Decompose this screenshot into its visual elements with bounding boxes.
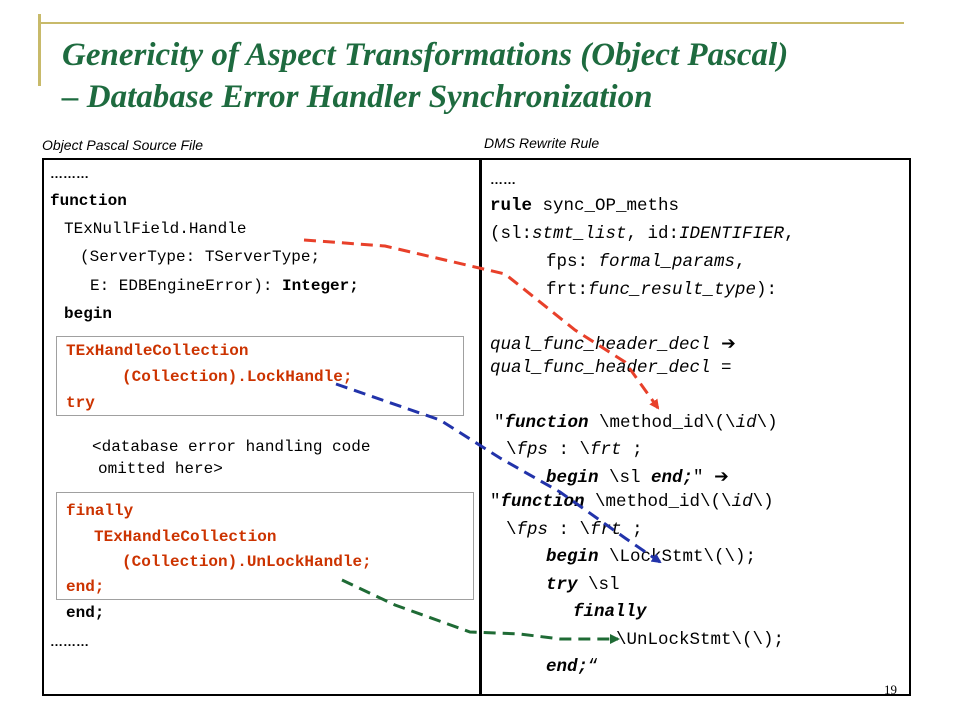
unlock-line-3: (Collection).UnLockHandle; [122,553,372,571]
lock-line-1: TExHandleCollection [66,342,249,360]
pat1-e: \) [756,413,778,433]
pattern-line-1: "function \method_id\(\id\) [494,413,778,433]
begin-keyword: begin [64,305,113,323]
pat1-b: function [504,413,589,433]
lock-line-3: try [66,394,95,412]
sig2-b: formal_params [598,252,736,272]
params-line-2-text: E: EDBEngineError): [90,277,283,295]
lock-handle-box [56,336,464,416]
unlock-line-2: TExHandleCollection [94,528,277,546]
qual-header-line-2: qual_func_header_decl = [490,358,732,378]
code-frame [42,158,911,696]
end-keyword: end; [66,604,105,622]
green-mapping-arrow [341,578,620,644]
pat3-d: " [693,468,704,488]
replacement-line-1: "function \method_id\(\id\) [490,492,774,512]
rule-name: sync_OP_meths [532,196,680,216]
pat2-c: : \ [548,440,591,460]
pat2-d: frt [590,440,622,460]
omitted-line-1: <database error handling code [92,438,371,456]
ellipsis-top: ……… [50,166,89,181]
replacement-line-3: begin \LockStmt\(\); [546,547,756,567]
rule-keyword: rule [490,196,533,216]
rep3-b: \LockStmt\(\); [598,547,757,567]
rep1-e: \) [752,492,774,512]
pat2-e: ; [621,440,643,460]
sig1-a: (sl: [490,224,533,244]
pat2-b: fps [516,440,549,460]
pat3-c: end; [651,468,694,488]
unlock-line-4: end; [66,578,105,596]
page-number: 19 [884,682,897,697]
replacement-line-4: try \sl [546,575,620,595]
sig3-c: ): [756,280,778,300]
params-line-2: E: EDBEngineError): Integer; [90,277,359,295]
replacement-line-5: finally [573,602,647,622]
unlock-line-1: finally [66,502,134,520]
right-panel-label: DMS Rewrite Rule [484,135,600,151]
rewrite-arrow-icon: ➔ [721,334,736,354]
rep3-a: begin [546,547,599,567]
slide-title-line-1: Genericity of Aspect Transformations (Ob… [62,37,789,73]
rep2-c: : \ [548,520,591,540]
decorative-horizontal-rule [38,22,904,24]
sig2-c: , [735,252,746,272]
rule-header: rule sync_OP_meths [490,196,679,216]
replace-arrow-icon: ➔ [714,467,729,487]
panel-divider [479,158,482,696]
left-panel-label: Object Pascal Source File [42,137,204,153]
rep1-c: \method_id\(\ [584,492,732,512]
omitted-line-2: omitted here> [98,460,223,478]
rep2-b: fps [516,520,549,540]
sig1-e: , [784,224,795,244]
method-name: TExNullField.Handle [64,220,247,238]
function-keyword: function [50,192,127,210]
rep1-d: id [731,492,753,512]
rep7-b: “ [588,657,599,677]
rep2-a: \ [506,520,517,540]
rep1-a: " [490,492,501,512]
sig1-d: IDENTIFIER [679,224,785,244]
sig3-b: func_result_type [588,280,757,300]
pat1-a: " [494,413,505,433]
rep1-b: function [500,492,585,512]
pattern-line-2: \fps : \frt ; [506,440,643,460]
rule-ellipsis-top: …… [490,172,516,187]
replacement-line-7: end;“ [546,657,599,677]
red-mapping-arrow [303,238,660,410]
slide-title-line-2: – Database Error Handler Synchronization [62,79,653,115]
rep4-b: \sl [577,575,620,595]
rule-signature-3: frt:func_result_type): [546,280,777,300]
rule-signature-2: fps: formal_params, [546,252,746,272]
pat3-a: begin [546,468,599,488]
decorative-vertical-rule [38,14,41,86]
sig3-a: frt: [546,280,589,300]
pat3-b: \sl [598,468,652,488]
pat2-a: \ [506,440,517,460]
sig2-a: fps: [546,252,599,272]
params-line-1: (ServerType: TServerType; [80,248,321,266]
ellipsis-bottom: ……… [50,634,89,649]
return-type: Integer; [282,277,359,295]
blue-mapping-arrow [335,382,662,564]
rep2-d: frt [590,520,622,540]
sig1-b: stmt_list [532,224,627,244]
pat1-c: \method_id\(\ [588,413,736,433]
unlock-handle-box [56,492,474,600]
pattern-line-3: begin \sl end;" ➔ [546,467,729,488]
rule-signature-1: (sl:stmt_list, id:IDENTIFIER, [490,224,795,244]
slide-title: Genericity of Aspect Transformations (Ob… [62,34,942,118]
pat1-d: id [735,413,757,433]
replacement-line-6: \UnLockStmt\(\); [616,630,785,650]
lock-line-2: (Collection).LockHandle; [122,368,353,386]
replacement-line-2: \fps : \frt ; [506,520,643,540]
rep4-a: try [546,575,578,595]
sig1-c: , id: [626,224,680,244]
rep2-e: ; [621,520,643,540]
rep7-a: end; [546,657,589,677]
